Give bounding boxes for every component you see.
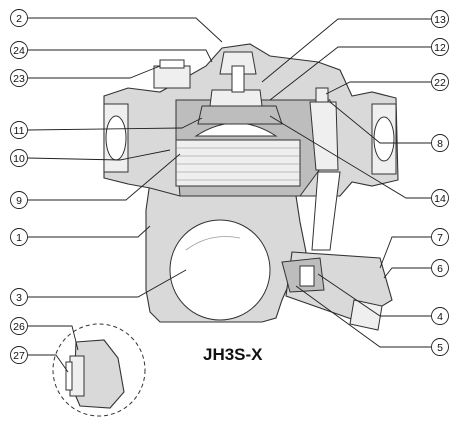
- svg-text:14: 14: [434, 193, 446, 205]
- svg-text:7: 7: [437, 232, 443, 244]
- callout-13: 13: [431, 10, 449, 28]
- svg-text:9: 9: [16, 195, 22, 207]
- model-label: JH3S-X: [203, 345, 263, 364]
- callout-11: 11: [10, 121, 28, 139]
- svg-text:4: 4: [437, 311, 443, 323]
- svg-text:13: 13: [434, 14, 446, 26]
- callout-22: 22: [431, 73, 449, 91]
- svg-text:27: 27: [13, 350, 25, 362]
- svg-text:1: 1: [16, 232, 22, 244]
- callout-26: 26: [10, 317, 28, 335]
- svg-text:22: 22: [434, 77, 446, 89]
- callout-12: 12: [431, 38, 449, 56]
- callout-23: 23: [10, 69, 28, 87]
- svg-text:23: 23: [13, 73, 25, 85]
- callout-27: 27: [10, 346, 28, 364]
- svg-text:2: 2: [16, 13, 22, 25]
- callout-2: 2: [10, 9, 28, 27]
- callout-8: 8: [431, 134, 449, 152]
- svg-text:8: 8: [437, 138, 443, 150]
- svg-text:3: 3: [16, 292, 22, 304]
- callout-14: 14: [431, 189, 449, 207]
- callout-4: 4: [431, 307, 449, 325]
- leader-lines: [27, 17, 431, 373]
- callout-10: 10: [10, 149, 28, 167]
- callout-7: 7: [431, 228, 449, 246]
- callout-6: 6: [431, 259, 449, 277]
- svg-text:26: 26: [13, 321, 25, 333]
- svg-text:10: 10: [13, 153, 25, 165]
- callout-9: 9: [10, 191, 28, 209]
- svg-text:5: 5: [437, 342, 443, 354]
- callouts: 2 24 23 11 10 9 1 3: [10, 9, 449, 364]
- detail-view: [52, 323, 146, 417]
- svg-text:6: 6: [437, 263, 443, 275]
- svg-text:24: 24: [13, 45, 25, 57]
- svg-text:11: 11: [14, 125, 25, 137]
- trap-body: [103, 43, 399, 331]
- svg-text:12: 12: [434, 42, 446, 54]
- callout-24: 24: [10, 41, 28, 59]
- callout-5: 5: [431, 338, 449, 356]
- callout-3: 3: [10, 288, 28, 306]
- callout-1: 1: [10, 228, 28, 246]
